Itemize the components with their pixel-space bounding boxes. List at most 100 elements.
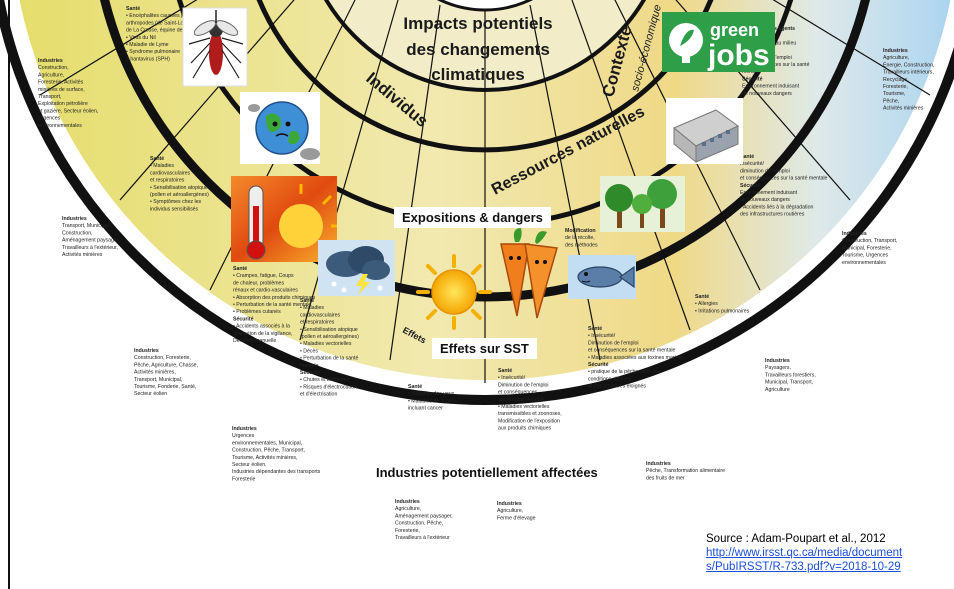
source-link-line2: s/PubIRSST/R-733.pdf?v=2018-10-29 xyxy=(706,561,901,573)
label-industries-affectees: Industries potentiellement affectées xyxy=(368,462,606,483)
sector-line: Agriculture, xyxy=(38,72,64,78)
left-border xyxy=(8,0,10,589)
sector-line: Tourisme, xyxy=(883,91,905,97)
sector-line: • Accidents liés à la dégradation xyxy=(740,204,813,210)
sector-line: Industries dépendantes des transports xyxy=(232,469,321,475)
center-title-3: climatiques xyxy=(431,65,525,84)
source-text: Source : Adam-Poupart et al., 2012 xyxy=(706,533,886,545)
sector-line: • Insécurité/ xyxy=(588,333,616,339)
sector-line: (pollen et aéroallergènes) xyxy=(300,334,359,340)
sector-line: Urgences xyxy=(232,433,255,439)
sector-line: Construction, Foresterie, xyxy=(134,355,191,361)
sector-line: Agriculture, xyxy=(395,506,421,512)
sector-line: Pêche, xyxy=(883,98,899,104)
sector-line: et conséquences sur la santé xyxy=(742,62,810,68)
sector-line: conditions difficiles xyxy=(588,376,632,382)
sector-line: (pollen et aéroallergènes) xyxy=(150,192,209,198)
sector-line: • Symptômes chez les xyxy=(150,199,202,205)
sector-line: • Virus du Nil xyxy=(126,35,156,41)
sector-line: et conséquences sur la santé mentale xyxy=(588,348,675,354)
sector-line: Sécurité xyxy=(742,76,763,82)
center-title-2: des changements xyxy=(406,40,550,59)
sector-line: Santé xyxy=(740,154,754,160)
sector-line: minières de surface, xyxy=(38,87,85,93)
sector-line: diminution de l'emploi xyxy=(740,168,790,174)
sector-line: Construction, xyxy=(62,230,93,236)
sector-line: Foresterie, xyxy=(883,84,908,90)
sector-line: • Maladies xyxy=(300,305,324,311)
sector-line: Construction, Transport, xyxy=(842,238,897,244)
sector-text-s9: Santé• Maladies des yeux• Maladies de la… xyxy=(408,384,459,412)
sector-line: • Maladies des yeux xyxy=(408,391,455,397)
sector-line: • Encéphalites causées par des xyxy=(126,13,199,19)
sector-line: Secteur éolien, xyxy=(232,462,267,468)
sector-line: environnementales xyxy=(38,123,82,129)
sector-line: et conséquences xyxy=(498,390,538,396)
sector-line: arthropodes (de Saint-Louis, xyxy=(126,20,191,26)
sector-line: • Syndrome pulmonaire xyxy=(126,49,180,55)
sector-line: Transport, xyxy=(38,94,61,100)
sector-line: • Accidents associés à la xyxy=(233,324,290,330)
sector-line: Agriculture, xyxy=(883,55,909,61)
sector-line: • Maladies vectorielles xyxy=(498,404,550,410)
sector-line: Diminution de l'emploi xyxy=(498,382,549,388)
sector-line: Municipal, Foresterie, xyxy=(842,245,892,251)
sector-line: Tourisme, Fonderie, Santé, xyxy=(134,384,196,390)
sector-line: Paysagers, xyxy=(765,365,791,371)
sector-line: • Irritations pulmonaires xyxy=(695,308,750,314)
sector-line: Construction, xyxy=(38,65,69,71)
sector-line: Foresterie, xyxy=(395,528,420,534)
green-jobs-word2: jobs xyxy=(707,39,770,72)
sector-line: Foresterie, Activités xyxy=(38,80,84,86)
sector-line: aux produits chimiques xyxy=(498,426,551,432)
sector-line: Industries xyxy=(134,348,159,354)
sector-line: Travailleurs à l'extérieur, xyxy=(62,245,118,251)
storm-cloud-icon xyxy=(318,240,395,296)
sector-line: • Insécurité/ xyxy=(498,375,526,381)
source-link[interactable]: http://www.irsst.qc.ca/media/document s/… xyxy=(706,546,954,574)
sector-line: • Crampes, fatigue, Coups xyxy=(233,273,294,279)
sector-line: Industries xyxy=(232,426,257,432)
green-jobs-word1: green xyxy=(710,20,759,40)
sector-line: et d'électrisation xyxy=(300,392,337,398)
sector-line: Construction, Pêche, xyxy=(395,521,443,527)
sector-line: • Perturbation de la santé mentale xyxy=(233,302,311,308)
sector-line: de nouveaux dangers xyxy=(742,91,792,97)
sector-line: Travailleurs intérieurs, xyxy=(883,70,934,76)
sector-line: Secteur éolien xyxy=(134,391,167,397)
sector-line: Pêche, Agriculture, Chasse, xyxy=(134,362,198,368)
sector-line: Exploitation pétrolière xyxy=(38,101,88,107)
sector-line: • Absorption des produits chimiques xyxy=(233,295,316,301)
label-expositions-dangers: Expositions & dangers xyxy=(394,207,551,228)
sector-line: sur la santé mentale xyxy=(498,397,545,403)
sector-line: Industries xyxy=(646,461,671,467)
sector-line: Environnement induisant xyxy=(742,84,800,90)
sector-line: Insécurité/ xyxy=(740,161,764,167)
sector-line: diminution de la vigilance, xyxy=(233,331,292,337)
sector-line: incluant cancer xyxy=(408,406,443,412)
sector-line: des méthodes xyxy=(565,242,598,248)
sector-line: • Maladies associées aux toxines marines xyxy=(588,355,685,361)
sector-line: de la récolte, xyxy=(565,235,595,241)
sector-line: individus sensibilisés xyxy=(150,206,199,212)
sector-line: de nouveaux dangers xyxy=(740,197,790,203)
sector-line: Industries xyxy=(842,231,867,237)
sector-line: • Maladie de Lyme xyxy=(126,42,169,48)
sector-line: rénaux et cardio-vasculaires xyxy=(233,288,298,294)
sector-line: environnementales xyxy=(842,260,886,266)
sector-line: Construction, Pêche, Transport, xyxy=(232,448,305,454)
sector-line: Santé xyxy=(498,368,512,374)
sector-line: • Perturbation de la santé xyxy=(300,356,358,362)
sector-line: Sécurité xyxy=(233,316,254,322)
trees-icon xyxy=(600,176,685,232)
sector-line: Tourisme, Activités minières, xyxy=(232,455,297,461)
